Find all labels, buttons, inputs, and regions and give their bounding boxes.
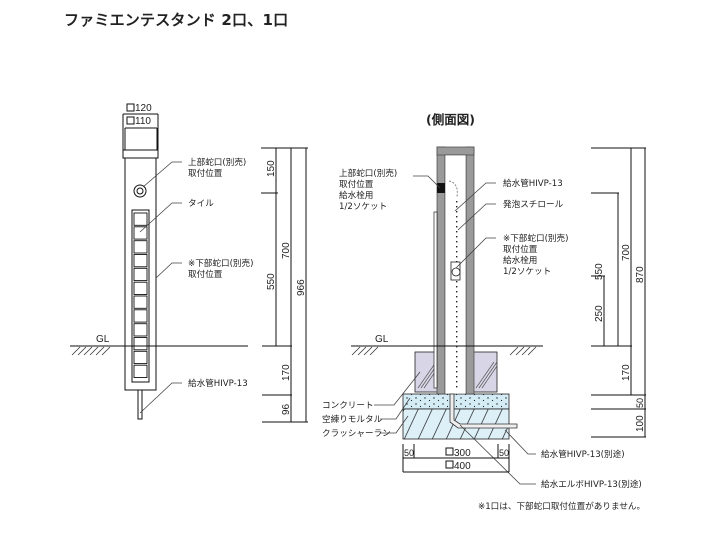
dim-width-inner: 110 (135, 116, 151, 127)
tile (133, 254, 148, 268)
square-symbol-icon (445, 460, 454, 469)
label-upper-socket-2: 取付位置 (339, 178, 374, 190)
dim-width-outer: 120 (135, 103, 152, 114)
leader-line (413, 175, 441, 189)
page-title: ファミエンテスタンド 2口、1口 (64, 11, 289, 29)
faucet-icon (133, 184, 147, 198)
label-upper-socket-1: 上部蛇口(別売) (339, 167, 397, 179)
tile-frame (131, 209, 150, 383)
label-upper-socket-4: 1/2ソケット (339, 201, 387, 212)
label-elbow-separate: 給水エルボHIVP-13(別途) (541, 478, 642, 490)
dim-outer-width: 400 (454, 461, 471, 472)
tile (133, 240, 148, 254)
dim-side-700: 700 (621, 244, 632, 261)
dim-96: 96 (281, 403, 292, 415)
tile (133, 226, 148, 240)
tile (133, 267, 148, 282)
leader-line (504, 429, 536, 455)
side-view: (側面図) GL (322, 112, 646, 490)
leader-line (380, 397, 411, 420)
tile (133, 364, 148, 378)
leader-line (139, 202, 182, 233)
label-crusher-run: クラッシャーラン (322, 428, 391, 439)
dim-side-170: 170 (621, 364, 632, 381)
leader-line (455, 237, 496, 269)
leader-line (142, 161, 182, 188)
dim-966: 966 (296, 279, 307, 296)
label-upper-faucet-1: 上部蛇口(別売) (188, 156, 246, 168)
ground-hatch-icon (351, 346, 537, 356)
gl-label: GL (96, 334, 110, 345)
label-lower-socket-2: 取付位置 (503, 243, 538, 255)
post-wall-back (465, 146, 475, 395)
foam-core (453, 200, 459, 390)
dim-170: 170 (281, 364, 292, 381)
dimension-lines-bottom (402, 444, 510, 473)
tile-column (133, 212, 148, 378)
label-mortar: 空練りモルタル (322, 413, 383, 425)
footnote: ※1口は、下部蛇口取付位置がありません。 (478, 500, 645, 512)
supply-elbow-pipe (449, 393, 518, 429)
dim-margin-right: 50 (499, 448, 509, 458)
front-view: 120 110 GL 上部蛇口(別売) (70, 103, 308, 423)
tile (133, 281, 148, 295)
dim-550: 550 (266, 273, 277, 290)
label-lower-socket-4: 1/2ソケット (503, 266, 551, 277)
upper-socket (437, 183, 445, 193)
square-symbol-icon (126, 103, 135, 112)
label-concrete: コンクリート (322, 400, 374, 411)
tile (133, 295, 148, 309)
dimension-lines (261, 147, 308, 423)
dim-side-870: 870 (635, 266, 646, 283)
leader-line (155, 262, 182, 279)
dim-side-100: 100 (635, 415, 646, 432)
label-tile: タイル (188, 198, 214, 209)
dim-700: 700 (281, 242, 292, 259)
tile-strip (433, 211, 438, 389)
leader-line (457, 203, 496, 231)
label-upper-faucet-2: 取付位置 (188, 167, 223, 179)
ground-hatch-icon (71, 346, 111, 356)
label-lower-faucet-1: ※下部蛇口(別売) (188, 257, 253, 269)
post-top (436, 146, 475, 156)
tile (133, 337, 148, 351)
label-supply-pipe: 給水管HIVP-13 (188, 377, 248, 389)
label-lower-socket-3: 給水栓用 (503, 254, 537, 266)
leader-line (374, 371, 421, 406)
supply-pipe (137, 389, 143, 420)
dim-150: 150 (266, 160, 277, 177)
square-symbol-icon (445, 447, 454, 456)
label-lower-faucet-2: 取付位置 (188, 268, 223, 280)
label-lower-socket-1: ※下部蛇口(別売) (503, 232, 568, 244)
dim-margin-left: 50 (404, 448, 414, 458)
dim-side-250: 250 (594, 305, 605, 322)
tile (133, 323, 148, 337)
square-symbol-icon (126, 116, 135, 125)
label-foam: 発泡スチロール (503, 198, 564, 210)
label-upper-socket-3: 給水栓用 (339, 189, 373, 201)
gl-label-side: GL (375, 334, 389, 345)
dim-side-550: 550 (594, 263, 605, 280)
label-supply-pipe-side: 給水管HIVP-13 (503, 177, 563, 189)
tile (133, 350, 148, 365)
dim-side-50: 50 (635, 398, 645, 408)
leader-line (139, 382, 182, 414)
leader-line (454, 182, 496, 212)
tile (133, 309, 148, 323)
label-supply-pipe-separate: 給水管HIVP-13(別途) (541, 448, 625, 460)
dimension-lines-side (591, 147, 646, 438)
post-cap (122, 149, 159, 159)
leader-line (380, 415, 409, 434)
side-view-heading: (側面図) (426, 112, 475, 127)
tile (133, 212, 148, 226)
leader-line (459, 424, 536, 485)
dim-inner-width: 300 (454, 448, 471, 459)
